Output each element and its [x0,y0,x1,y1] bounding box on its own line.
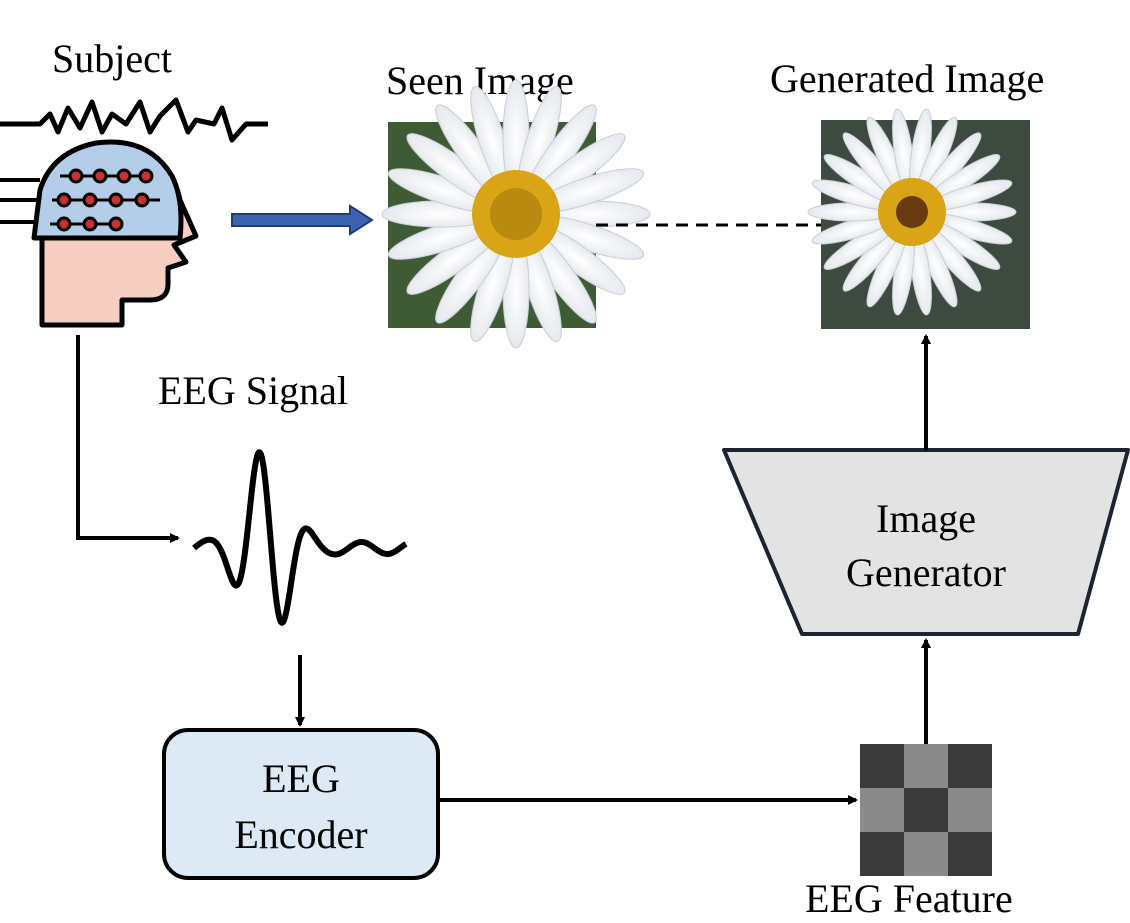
eeg-feature-cell [948,788,992,832]
seen-image [381,79,651,349]
eeg-feature-cell [904,832,948,876]
subject-label: Subject [52,36,172,81]
generated-image-label: Generated Image [770,56,1044,101]
eeg-feature-cell [904,744,948,788]
viewing-arrow [231,204,374,236]
eeg-feature-cell [860,744,904,788]
eeg-feature-cell [904,788,948,832]
eeg-signal-waveform-icon [192,449,408,626]
eeg-feature-grid [860,744,992,876]
eeg-feature-cell [948,744,992,788]
image-generator-block: Image Generator [722,448,1130,636]
subject-to-signal-arrow [76,335,180,543]
eeg-encoder-label-line1: EEG [262,756,340,801]
eeg-feature-cell [860,832,904,876]
image-generator-label-line1: Image [876,496,976,541]
generated-image [807,108,1030,329]
subject-head-icon [0,139,199,328]
eeg-encoder-box: EEG Encoder [162,728,440,880]
heartbeat-wave-icon [0,97,268,143]
eeg-feature-cell [860,788,904,832]
image-generator-label-line2: Generator [846,550,1006,595]
eeg-encoder-label-line2: Encoder [234,812,367,857]
eeg-feature-cell [948,832,992,876]
eeg-signal-label: EEG Signal [158,368,348,413]
eeg-feature-label: EEG Feature [805,876,1013,921]
